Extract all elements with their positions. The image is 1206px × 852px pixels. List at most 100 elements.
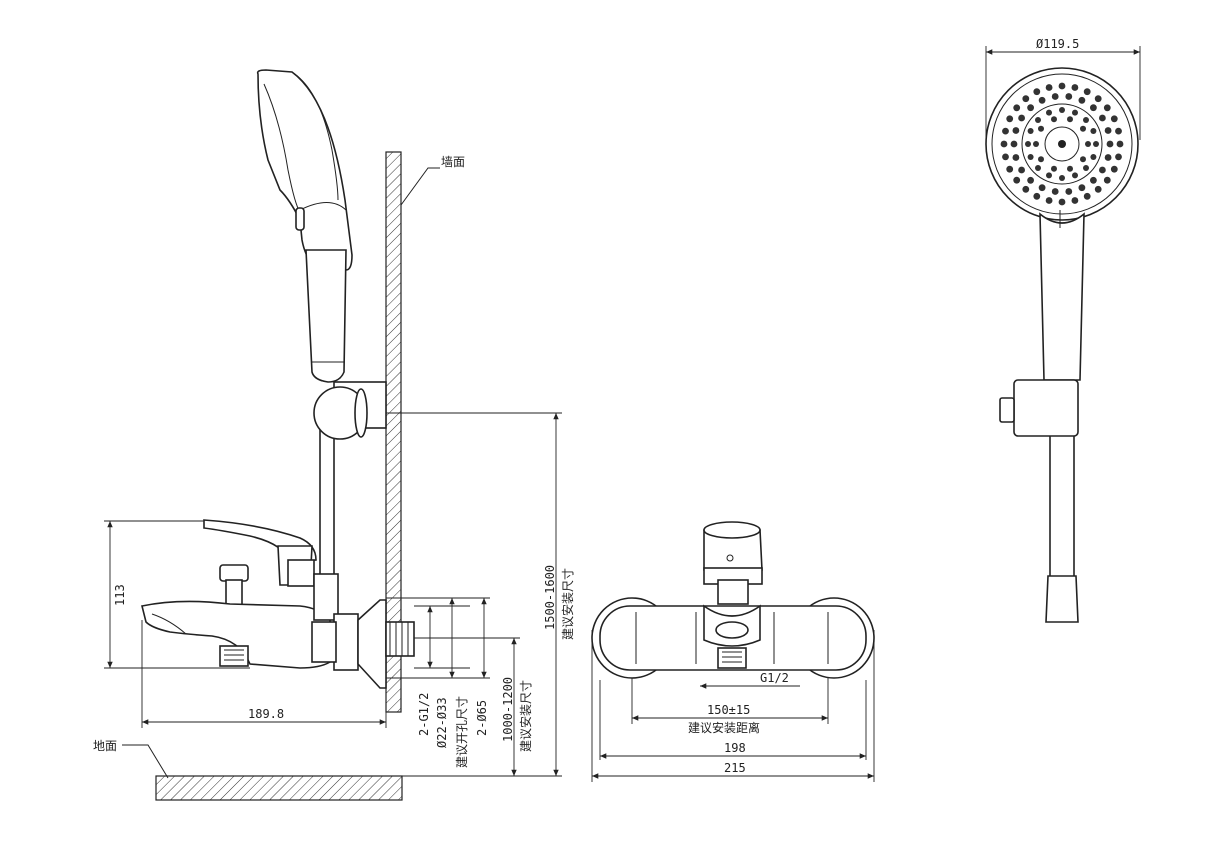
floor-label: 地面 bbox=[93, 739, 169, 779]
nozzle-dot bbox=[1103, 104, 1111, 112]
nozzle-dot bbox=[1045, 84, 1053, 91]
nozzle-dot bbox=[1002, 153, 1009, 161]
nozzle-dot bbox=[1012, 127, 1020, 134]
hand-shower-side bbox=[256, 69, 353, 383]
svg-text:2-Ø65: 2-Ø65 bbox=[475, 700, 489, 736]
nozzle-dot bbox=[1072, 109, 1078, 116]
nozzle-dot bbox=[1090, 176, 1097, 184]
nozzle-dot bbox=[1090, 104, 1097, 112]
nozzle-dot bbox=[1006, 165, 1014, 173]
nozzle-dot bbox=[1099, 166, 1106, 174]
nozzle-dot bbox=[1035, 165, 1041, 171]
nozzle-dot bbox=[1025, 141, 1031, 147]
nozzle-dot bbox=[1083, 165, 1089, 171]
nozzle-dot bbox=[1038, 184, 1046, 192]
svg-text:113: 113 bbox=[113, 584, 127, 606]
nozzle-dot bbox=[1038, 96, 1046, 104]
nozzle-dot bbox=[1065, 188, 1073, 195]
svg-text:建议安装尺寸: 建议安装尺寸 bbox=[560, 568, 575, 640]
dim-215: 215 bbox=[591, 630, 875, 782]
nozzle-dot bbox=[1010, 140, 1018, 148]
nozzle-dot bbox=[1018, 114, 1025, 122]
nozzle-dot bbox=[1116, 140, 1124, 148]
nozzle-dot bbox=[1059, 107, 1065, 113]
nozzle-dot bbox=[1046, 172, 1052, 179]
nozzle-dot bbox=[1090, 128, 1097, 134]
nozzle-dot bbox=[1067, 116, 1073, 123]
nozzle-dot bbox=[1002, 127, 1009, 135]
svg-text:2-G1/2: 2-G1/2 bbox=[417, 693, 431, 736]
nozzle-dot bbox=[1051, 93, 1059, 100]
nozzle-dot bbox=[1071, 84, 1079, 91]
nozzle-dot bbox=[1045, 197, 1053, 204]
svg-text:150±15: 150±15 bbox=[707, 703, 750, 717]
dim-1500-1600: 1500-1600 建议安装尺寸 bbox=[398, 412, 575, 777]
nozzle-dot bbox=[1046, 109, 1052, 116]
dim-198: 198 bbox=[599, 680, 867, 760]
svg-text:Ø119.5: Ø119.5 bbox=[1036, 37, 1079, 51]
nozzle-dot bbox=[1080, 156, 1086, 163]
nozzle-dot bbox=[1012, 154, 1020, 161]
svg-text:建议安装距离: 建议安装距离 bbox=[688, 720, 760, 735]
nozzle-dot bbox=[1033, 88, 1041, 96]
nozzle-dot bbox=[1065, 93, 1073, 100]
nozzle-dot bbox=[1038, 125, 1044, 132]
nozzle-dot bbox=[1093, 141, 1099, 147]
svg-text:198: 198 bbox=[724, 741, 746, 755]
dim-119-5: Ø119.5 bbox=[985, 37, 1141, 140]
nozzle-dot bbox=[1033, 192, 1041, 200]
svg-text:G1/2: G1/2 bbox=[760, 671, 789, 685]
nozzle-dot bbox=[1033, 141, 1039, 147]
shower-holder bbox=[313, 381, 398, 440]
nozzle-dot bbox=[1027, 104, 1034, 112]
svg-text:建议开孔尺寸: 建议开孔尺寸 bbox=[455, 696, 469, 768]
floor-hatch bbox=[155, 775, 403, 801]
nozzle-dot bbox=[1115, 153, 1122, 161]
nozzle-dot bbox=[1083, 192, 1091, 200]
nozzle-dot bbox=[1103, 176, 1111, 184]
nozzle-dot bbox=[1104, 154, 1112, 161]
nozzle-dot bbox=[1038, 156, 1044, 163]
nozzle-dot bbox=[1115, 127, 1122, 135]
dim-wall-connections: 2-G1/2 Ø22-Ø33 建议开孔尺寸 2-Ø65 bbox=[386, 597, 490, 768]
front-view: G1/2 150±15 建议安装距离 198 215 bbox=[591, 521, 875, 782]
svg-text:Ø22-Ø33: Ø22-Ø33 bbox=[435, 697, 449, 748]
shower-head-front: Ø119.5 bbox=[985, 37, 1141, 623]
nozzle-dot bbox=[1078, 96, 1086, 104]
nozzle-dot bbox=[1058, 198, 1066, 206]
wall-label: 墙面 bbox=[400, 155, 465, 206]
svg-text:1500-1600: 1500-1600 bbox=[543, 565, 557, 630]
nozzle-dot bbox=[1022, 95, 1030, 103]
svg-text:215: 215 bbox=[724, 761, 746, 775]
nozzle-dot bbox=[1059, 175, 1065, 181]
nozzle-dot bbox=[1027, 176, 1034, 184]
nozzle-dot bbox=[1104, 127, 1112, 134]
svg-text:1000-1200: 1000-1200 bbox=[501, 677, 515, 742]
nozzle-dot bbox=[1110, 115, 1118, 123]
nozzle-dot bbox=[1106, 140, 1114, 148]
nozzle-dot bbox=[1099, 114, 1106, 122]
nozzle-dot bbox=[1072, 172, 1078, 179]
nozzle-dot bbox=[1051, 188, 1059, 195]
dim-113: 113 bbox=[104, 520, 250, 669]
nozzle-dot bbox=[1013, 176, 1021, 184]
dim-150: 150±15 建议安装距离 bbox=[631, 678, 829, 735]
nozzle-dot bbox=[1083, 117, 1089, 123]
nozzle-dot bbox=[1051, 165, 1057, 172]
nozzle-dot bbox=[1013, 104, 1021, 112]
wall-hatch bbox=[385, 151, 402, 713]
nozzle-dot bbox=[1094, 185, 1102, 193]
nozzle-dot bbox=[1094, 95, 1102, 103]
nozzle-dot bbox=[1027, 128, 1034, 134]
nozzle-dot bbox=[1027, 154, 1034, 160]
nozzle-dot bbox=[1110, 165, 1118, 173]
nozzle-dot bbox=[1085, 141, 1091, 147]
dim-1000-1200: 1000-1200 建议安装尺寸 bbox=[402, 637, 533, 777]
dim-189-8: 189.8 bbox=[141, 620, 387, 728]
svg-text:地面: 地面 bbox=[93, 739, 117, 753]
nozzle-dot bbox=[1078, 184, 1086, 192]
dim-g12-front: G1/2 bbox=[700, 671, 800, 689]
nozzle-dot bbox=[1083, 88, 1091, 96]
nozzle-pattern bbox=[1000, 82, 1124, 206]
